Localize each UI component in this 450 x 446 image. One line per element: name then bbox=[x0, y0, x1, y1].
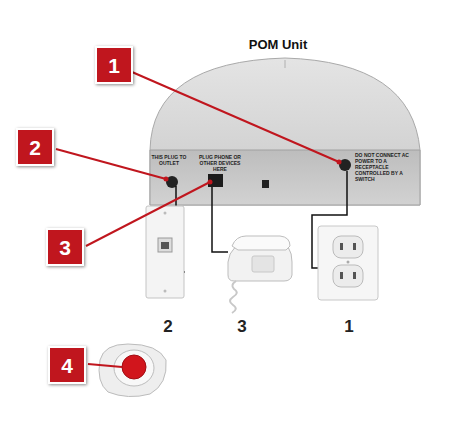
slot bbox=[340, 243, 343, 250]
part-number: 1 bbox=[344, 317, 353, 337]
leader-dot bbox=[337, 160, 342, 165]
keypad bbox=[252, 256, 274, 272]
slot bbox=[353, 243, 356, 250]
panel-marking: DO NOT CONNECT AC POWER TO A RECEPTACLE … bbox=[355, 152, 415, 182]
panel-marking: THIS PLUG TO OUTLET bbox=[150, 154, 188, 166]
callout-number: 2 bbox=[29, 137, 41, 158]
part-number: 3 bbox=[237, 317, 246, 337]
pendant-body bbox=[114, 350, 154, 386]
leader-line bbox=[132, 72, 339, 162]
wall-jack bbox=[158, 238, 172, 252]
phone-port bbox=[208, 174, 223, 187]
unit-back-panel bbox=[150, 150, 420, 205]
phone-handset bbox=[232, 236, 290, 250]
wrist-band bbox=[99, 344, 166, 397]
screw bbox=[164, 290, 167, 293]
leader-line bbox=[86, 182, 210, 246]
leader-line bbox=[56, 149, 166, 179]
switch bbox=[262, 180, 269, 188]
wall-jack-plate bbox=[146, 206, 184, 298]
callout-number: 3 bbox=[59, 237, 71, 258]
socket bbox=[333, 236, 363, 258]
jack-hole bbox=[161, 242, 169, 249]
outlet-plate bbox=[318, 226, 378, 300]
slot bbox=[353, 272, 356, 279]
screw bbox=[347, 261, 350, 264]
callout-number: 4 bbox=[61, 355, 73, 376]
callout-box: 3 bbox=[46, 228, 84, 266]
part-number: 2 bbox=[163, 317, 172, 337]
help-button bbox=[122, 355, 146, 379]
callout-box: 1 bbox=[95, 46, 133, 84]
callout-box: 4 bbox=[48, 346, 86, 384]
socket bbox=[333, 265, 363, 287]
screw bbox=[164, 212, 167, 215]
seam bbox=[285, 60, 286, 68]
panel-marking: PLUG PHONE OR OTHER DEVICES HERE bbox=[197, 154, 243, 172]
phone-wire bbox=[212, 187, 228, 252]
unit-housing bbox=[150, 58, 420, 205]
title: POM Unit bbox=[249, 37, 308, 52]
callout-box: 2 bbox=[16, 128, 54, 166]
leader-dot bbox=[164, 177, 169, 182]
callout-number: 1 bbox=[108, 55, 120, 76]
leader-dot bbox=[208, 180, 213, 185]
slot bbox=[340, 272, 343, 279]
phone-cord bbox=[230, 281, 237, 313]
leader-line bbox=[88, 364, 122, 367]
